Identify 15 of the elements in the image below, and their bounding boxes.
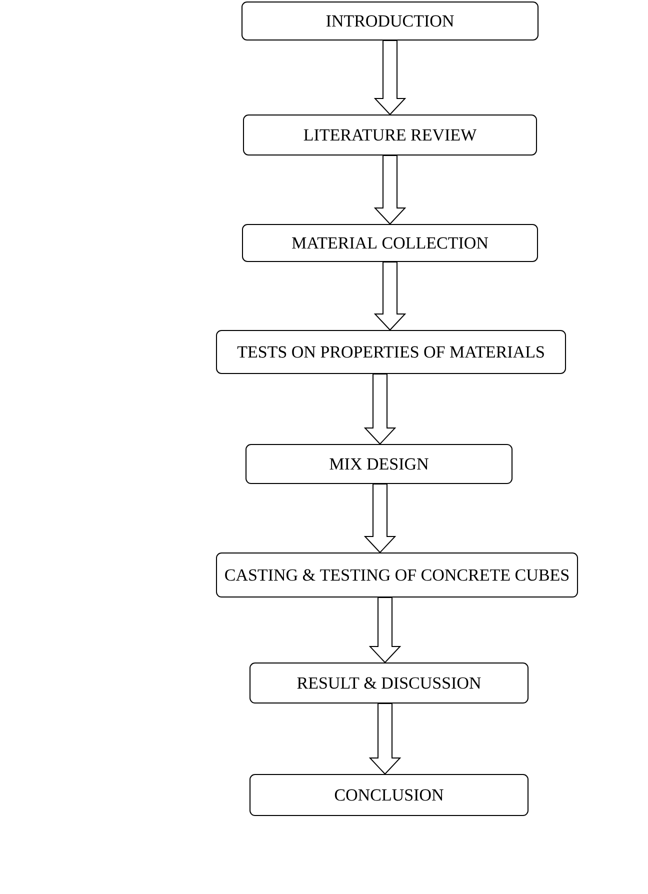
block-arrow — [374, 155, 406, 225]
process-box: TESTS ON PROPERTIES OF MATERIALS — [216, 330, 566, 374]
block-arrow — [368, 597, 402, 664]
process-box: MIX DESIGN — [246, 444, 512, 484]
process-box: MATERIAL COLLECTION — [242, 224, 538, 262]
process-box: RESULT & DISCUSSION — [250, 662, 528, 704]
block-arrow — [368, 703, 402, 775]
process-box: LITERATURE REVIEW — [243, 114, 537, 156]
block-arrow — [364, 484, 396, 554]
process-box: INTRODUCTION — [242, 2, 538, 40]
process-box: CASTING & TESTING OF CONCRETE CUBES — [216, 552, 578, 598]
block-arrow — [374, 262, 406, 331]
process-box: CONCLUSION — [250, 774, 528, 816]
block-arrow — [364, 374, 396, 445]
block-arrow — [374, 40, 406, 116]
